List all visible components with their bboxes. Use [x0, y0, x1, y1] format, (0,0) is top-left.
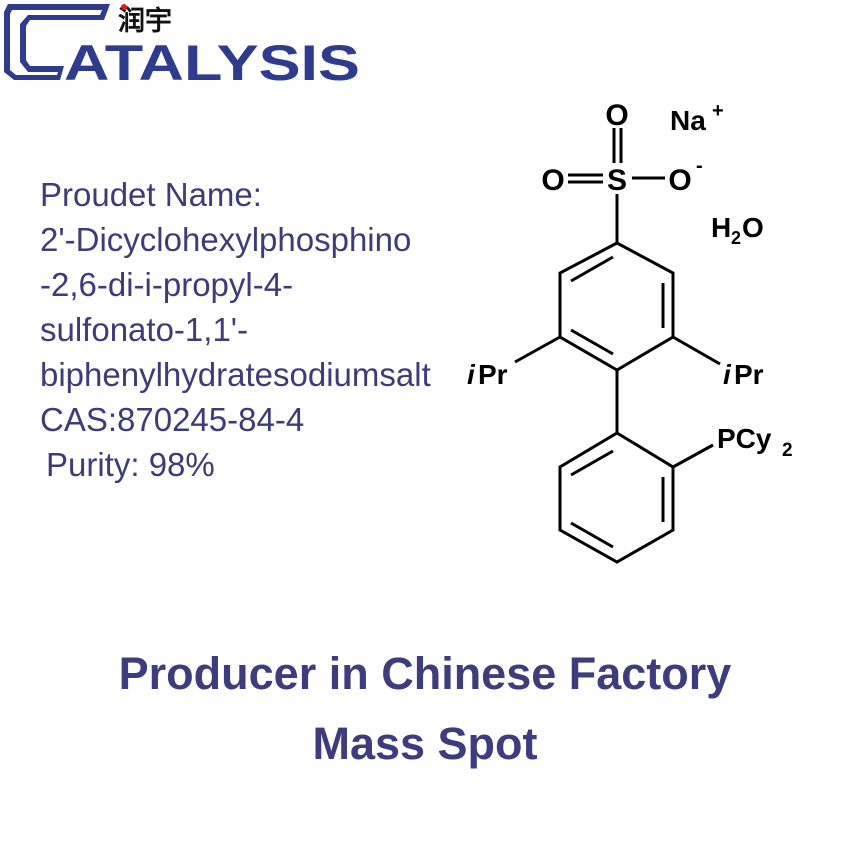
catalysis-logo: 润宇 ATALYSIS: [4, 4, 360, 90]
tagline-producer: Producer in Chinese Factory: [118, 648, 732, 699]
product-info: Proudet Name: 2'-Dicyclohexylphosphino -…: [40, 172, 431, 487]
tagline-mass-spot: Mass Spot: [312, 718, 538, 769]
water-o: O: [742, 212, 764, 243]
pcy2-group: PCy: [717, 423, 772, 454]
water-subscript: 2: [731, 228, 741, 248]
pcy2-subscript: 2: [782, 440, 793, 461]
minus-charge: -: [696, 155, 703, 177]
ipr-right-pr: Pr: [734, 359, 764, 390]
cas-number: CAS:870245-84-4: [40, 401, 305, 438]
purity: Purity: 98%: [46, 446, 215, 483]
product-name-line: sulfonato-1,1'-: [40, 311, 249, 348]
oxygen-top: O: [605, 99, 628, 132]
ipr-left-pr: Pr: [478, 359, 508, 390]
ipr-right-i: i: [723, 359, 732, 390]
bonds: [514, 128, 721, 564]
svg-text:ATALYSIS: ATALYSIS: [64, 35, 360, 90]
svg-text:润宇: 润宇: [118, 5, 172, 37]
oxygen-anion: O: [668, 164, 691, 197]
product-name-label: Proudet Name:: [40, 176, 262, 213]
product-name-line: 2'-Dicyclohexylphosphino: [40, 221, 412, 258]
product-name-line: biphenylhydratesodiumsalt: [40, 356, 431, 393]
ipr-left-i: i: [467, 359, 476, 390]
water-h: H: [711, 212, 731, 243]
sodium: Na: [670, 105, 706, 136]
plus-charge: +: [712, 100, 724, 122]
product-name-line: -2,6-di-i-propyl-4-: [40, 266, 294, 303]
sulfur: S: [607, 164, 627, 197]
oxygen-left: O: [541, 164, 564, 197]
